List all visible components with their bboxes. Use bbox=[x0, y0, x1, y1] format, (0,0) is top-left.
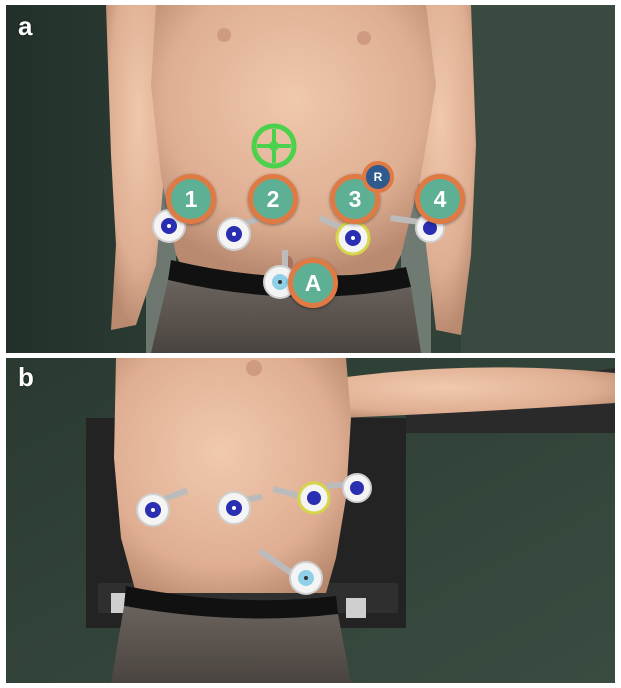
port-marker-2: 2 bbox=[248, 174, 298, 224]
panel-b: b bbox=[6, 358, 615, 683]
torso bbox=[114, 358, 351, 593]
port-marker-4: 4 bbox=[415, 174, 465, 224]
assistant-port-marker: A bbox=[288, 258, 338, 308]
port-marker-1: 1 bbox=[166, 174, 216, 224]
panel-label-b: b bbox=[18, 362, 34, 393]
crosshair-icon bbox=[254, 126, 294, 166]
robot-marker: R bbox=[362, 161, 394, 193]
left-nipple bbox=[217, 28, 231, 42]
wall-panel bbox=[461, 5, 615, 353]
panel-b-scene bbox=[6, 358, 615, 683]
nipple bbox=[246, 360, 262, 376]
panel-label-a: a bbox=[18, 11, 32, 42]
panel-a: a 1 2 3 4 A R bbox=[6, 5, 615, 353]
table-clamp-right bbox=[346, 598, 366, 618]
right-nipple bbox=[357, 31, 371, 45]
